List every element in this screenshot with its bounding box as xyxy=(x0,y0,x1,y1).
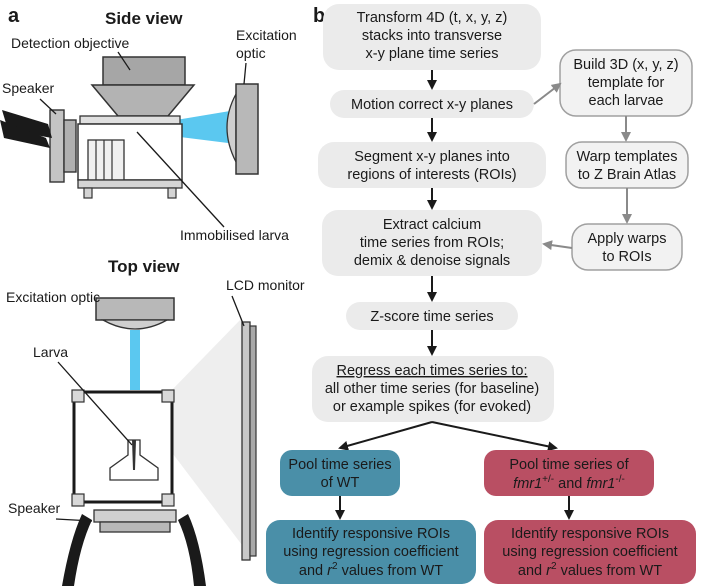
larva-label: Larva xyxy=(33,344,68,360)
wt-identify-line2: using regression coefficient xyxy=(283,544,458,560)
excitation-optic-top-icon xyxy=(95,297,175,330)
step-extract: Extract calcium time series from ROIs; d… xyxy=(322,210,542,276)
step-zscore-label: Z-score time series xyxy=(370,309,493,325)
panel-b: b Transform 4D (t, x, y, z) stacks into … xyxy=(266,4,696,584)
fmr-identify-box: Identify responsive ROIs using regressio… xyxy=(484,520,696,584)
step-extract-line1: Extract calcium xyxy=(383,217,481,233)
side-step-warp-line1: Warp templates xyxy=(577,149,678,165)
detection-objective-icon xyxy=(90,56,196,117)
side-step-build-line3: each larvae xyxy=(589,93,664,109)
step-transform-line1: Transform 4D (t, x, y, z) xyxy=(357,10,508,26)
excitation-optic-side-label-line2: optic xyxy=(236,45,266,61)
excitation-beam xyxy=(140,110,236,144)
wt-identify-box: Identify responsive ROIs using regressio… xyxy=(266,520,476,584)
speaker-top-icon xyxy=(62,509,206,586)
excitation-optic-side-label-line1: Excitation xyxy=(236,27,297,43)
side-step-warp: Warp templates to Z Brain Atlas xyxy=(565,141,689,189)
immobilised-larva-label: Immobilised larva xyxy=(180,227,289,243)
lcd-monitor-label: LCD monitor xyxy=(226,277,305,293)
panel-b-letter: b xyxy=(313,5,325,27)
side-view: Side view Detection objective xyxy=(0,9,297,243)
panel-a-letter: a xyxy=(8,5,20,27)
detection-objective-label: Detection objective xyxy=(11,35,130,51)
wt-identify-line3: and r2 values from WT xyxy=(299,561,443,579)
side-step-build-line1: Build 3D (x, y, z) xyxy=(573,57,678,73)
side-step-apply-line1: Apply warps xyxy=(588,231,667,247)
side-step-warp-line2: to Z Brain Atlas xyxy=(578,167,676,183)
excitation-optic-top-label: Excitation optic xyxy=(6,289,100,305)
fmr-pool-box: Pool time series of fmr1+/- and fmr1-/- xyxy=(484,450,654,496)
excitation-optic-side-icon xyxy=(226,83,259,175)
step-transform: Transform 4D (t, x, y, z) stacks into tr… xyxy=(323,4,541,70)
step-segment-line1: Segment x-y planes into xyxy=(354,149,510,165)
panel-a: a Side view Detection objective xyxy=(0,5,305,586)
step-zscore: Z-score time series xyxy=(346,302,518,330)
step-regress-heading: Regress each times series to: xyxy=(337,363,528,379)
step-regress: Regress each times series to: all other … xyxy=(312,356,554,422)
side-step-apply: Apply warps to ROIs xyxy=(571,223,683,271)
step-segment: Segment x-y planes into regions of inter… xyxy=(318,142,546,188)
lcd-monitor-icon xyxy=(241,321,257,561)
top-view: Top view Excitation optic Larva xyxy=(6,257,305,586)
lcd-light-cone xyxy=(170,318,242,545)
excitation-beam-top xyxy=(130,330,140,390)
wt-pool-line1: Pool time series xyxy=(288,457,391,473)
step-extract-line2: time series from ROIs; xyxy=(360,235,504,251)
fmr-identify-line2: using regression coefficient xyxy=(502,544,677,560)
step-regress-line2: or example spikes (for evoked) xyxy=(333,399,531,415)
side-step-build: Build 3D (x, y, z) template for each lar… xyxy=(559,49,693,117)
top-view-heading: Top view xyxy=(108,257,180,276)
fmr-pool-line2: fmr1+/- and fmr1-/- xyxy=(513,474,625,492)
wt-pool-box: Pool time series of WT xyxy=(280,450,400,496)
side-step-apply-line2: to ROIs xyxy=(602,249,651,265)
step-motion-correct: Motion correct x-y planes xyxy=(330,90,534,118)
chamber-top-icon xyxy=(71,389,175,507)
step-segment-line2: regions of interests (ROIs) xyxy=(347,167,516,183)
wt-identify-line1: Identify responsive ROIs xyxy=(292,526,450,542)
speaker-side-icon xyxy=(0,109,77,183)
fmr-identify-line1: Identify responsive ROIs xyxy=(511,526,669,542)
step-extract-line3: demix & denoise signals xyxy=(354,253,510,269)
wt-pool-line2: of WT xyxy=(321,475,360,491)
side-step-build-line2: template for xyxy=(588,75,665,91)
chamber-icon xyxy=(77,115,183,199)
step-transform-line3: x-y plane time series xyxy=(366,46,499,62)
speaker-side-label: Speaker xyxy=(2,80,54,96)
fmr-identify-line3: and r2 values from WT xyxy=(518,561,662,579)
speaker-top-label: Speaker xyxy=(8,500,60,516)
side-view-heading: Side view xyxy=(105,9,183,28)
step-transform-line2: stacks into transverse xyxy=(362,28,502,44)
step-regress-line1: all other time series (for baseline) xyxy=(325,381,539,397)
fmr-pool-line1: Pool time series of xyxy=(509,457,629,473)
step-motion-correct-label: Motion correct x-y planes xyxy=(351,97,513,113)
